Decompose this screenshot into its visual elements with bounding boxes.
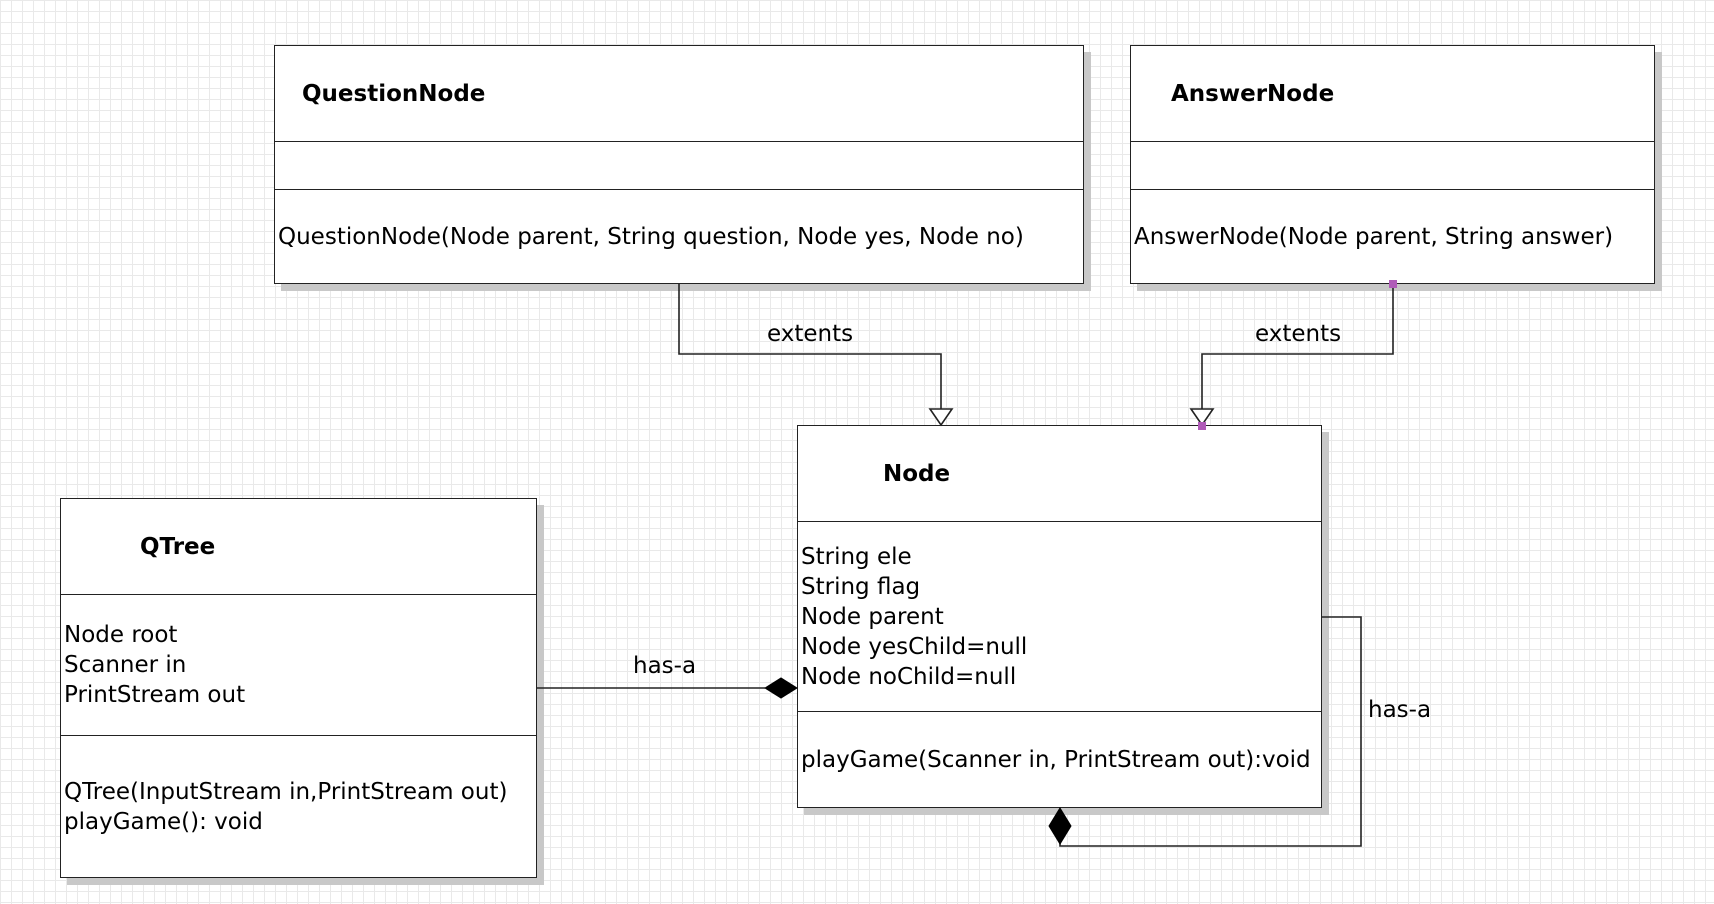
node-operations-section: playGame(Scanner in, PrintStream out):vo… — [798, 712, 1321, 807]
questionnode-class-box[interactable]: QuestionNode QuestionNode(Node parent, S… — [274, 45, 1084, 284]
qtree-class-name: QTree — [61, 499, 536, 595]
qtree-operations-section: QTree(InputStream in,PrintStream out) pl… — [61, 736, 536, 877]
questionnode-class-name: QuestionNode — [275, 46, 1083, 142]
node-operation: playGame(Scanner in, PrintStream out):vo… — [801, 746, 1311, 773]
node-attribute: Node parent — [801, 603, 944, 630]
qtree-attribute: Node root — [64, 622, 178, 648]
question-extends-connector[interactable] — [678, 284, 942, 410]
node-attribute: String ele — [801, 543, 912, 570]
node-self-composition-diamond — [1048, 807, 1072, 845]
question-extends-label: extents — [767, 321, 854, 347]
answernode-operations-section: AnswerNode(Node parent, String answer) — [1131, 190, 1654, 283]
answer-extends-arrowhead — [1189, 408, 1215, 427]
qtree-attributes-section: Node root Scanner in PrintStream out — [61, 595, 536, 736]
qtree-has-a-label: has-a — [633, 653, 697, 679]
node-attribute: Node noChild=null — [801, 663, 1017, 690]
qtree-composition-diamond — [764, 677, 798, 699]
node-class-name: Node — [798, 426, 1321, 522]
questionnode-attributes-section — [275, 142, 1083, 190]
node-class-box[interactable]: Node String ele String flag Node parent … — [797, 425, 1322, 808]
qtree-operation: playGame(): void — [64, 808, 263, 835]
node-attributes-section: String ele String flag Node parent Node … — [798, 522, 1321, 712]
answer-extends-label: extents — [1255, 321, 1342, 347]
qtree-attribute: Scanner in — [64, 652, 187, 678]
question-extends-arrowhead — [928, 408, 954, 427]
answer-extends-connector[interactable] — [1201, 284, 1394, 410]
answernode-attributes-section — [1131, 142, 1654, 190]
node-self-has-a-label: has-a — [1368, 697, 1432, 723]
answernode-constructor: AnswerNode(Node parent, String answer) — [1134, 223, 1614, 250]
questionnode-constructor: QuestionNode(Node parent, String questio… — [278, 223, 1024, 250]
node-attribute: String flag — [801, 573, 921, 600]
questionnode-operations-section: QuestionNode(Node parent, String questio… — [275, 190, 1083, 283]
node-attribute: Node yesChild=null — [801, 633, 1028, 660]
qtree-class-box[interactable]: QTree Node root Scanner in PrintStream o… — [60, 498, 537, 878]
qtree-attribute: PrintStream out — [64, 682, 246, 708]
answernode-class-box[interactable]: AnswerNode AnswerNode(Node parent, Strin… — [1130, 45, 1655, 284]
answernode-class-name: AnswerNode — [1131, 46, 1654, 142]
qtree-operation: QTree(InputStream in,PrintStream out) — [64, 778, 508, 805]
